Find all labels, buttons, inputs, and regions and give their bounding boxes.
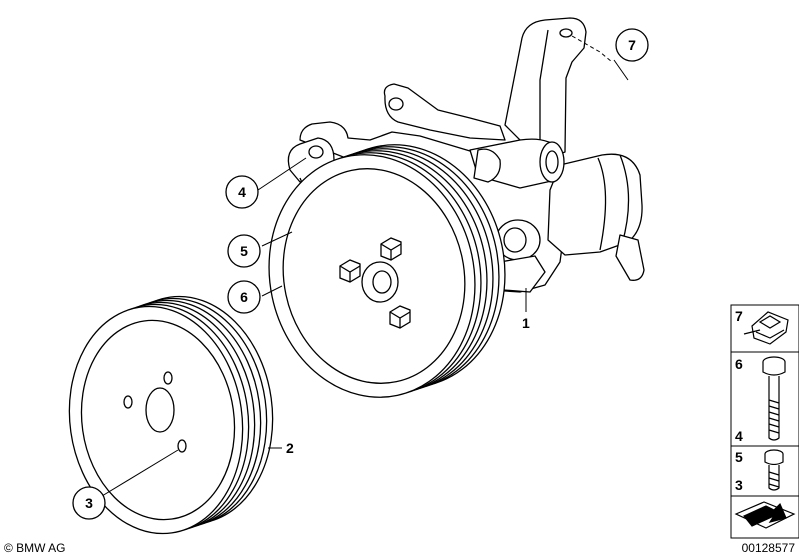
belt-pulley-center-bore xyxy=(145,387,175,433)
housing-ring xyxy=(597,157,607,251)
pressure-fitting-bore xyxy=(503,227,527,253)
callout-4-label: 4 xyxy=(238,184,246,200)
leader-line-6 xyxy=(261,285,283,297)
bracket-arm xyxy=(383,83,506,141)
pulley-bolt xyxy=(389,305,411,329)
pipe-clamp xyxy=(473,148,501,183)
outlet-pipe-bore xyxy=(545,150,559,174)
pulley-hub-bore xyxy=(372,270,392,294)
leader-line-3 xyxy=(101,449,179,497)
belt-pulley-bolt-hole xyxy=(123,395,133,409)
image-number: 00128577 xyxy=(742,541,796,555)
callout-5: 5 xyxy=(227,234,261,268)
pulley-bolt xyxy=(380,237,402,261)
leader-line-4 xyxy=(257,157,307,191)
bracket-rib xyxy=(539,29,549,140)
callout-3-label: 3 xyxy=(85,495,93,511)
leader-line-7 xyxy=(571,35,613,63)
arrow-symbol-icon xyxy=(734,501,796,529)
legend-label-6: 6 xyxy=(735,356,743,372)
bracket-arm-hole xyxy=(388,97,404,111)
belt-pulley-bolt-hole xyxy=(177,439,187,453)
leader-line-7b xyxy=(613,59,629,81)
legend-label-4: 4 xyxy=(735,428,743,444)
mount-ear-hole xyxy=(308,145,324,159)
legend-label-3: 3 xyxy=(735,477,743,493)
callout-4: 4 xyxy=(225,175,259,209)
hardware-legend: 7 6 4 5 3 xyxy=(730,304,799,539)
belt-pulley xyxy=(68,295,274,535)
pump-rear-housing xyxy=(547,153,643,256)
callout-7: 7 xyxy=(615,28,649,62)
long-bolt-icon xyxy=(762,356,786,441)
callout-3: 3 xyxy=(72,486,106,520)
legend-label-7: 7 xyxy=(735,308,743,324)
pulley-bolt xyxy=(339,259,361,283)
callout-2: 2 xyxy=(286,440,294,456)
leader-line-5 xyxy=(261,231,293,247)
leader-lines xyxy=(101,35,629,497)
belt-pulley-bolt-hole xyxy=(163,371,173,385)
pump-pulley xyxy=(268,144,506,398)
side-connector xyxy=(615,234,645,281)
callout-6-label: 6 xyxy=(240,289,248,305)
short-bolt-icon xyxy=(764,449,784,491)
mounting-bracket xyxy=(504,17,587,159)
copyright-text: © BMW AG xyxy=(4,541,66,555)
legend-label-5: 5 xyxy=(735,449,743,465)
legend-cell-5-3 xyxy=(730,445,799,497)
callout-7-label: 7 xyxy=(628,37,636,53)
bracket-hole xyxy=(559,28,573,38)
callout-1: 1 xyxy=(522,315,530,331)
callout-6: 6 xyxy=(227,280,261,314)
clip-nut-icon xyxy=(743,311,789,345)
housing-ring-2 xyxy=(619,154,630,245)
callout-5-label: 5 xyxy=(240,243,248,259)
